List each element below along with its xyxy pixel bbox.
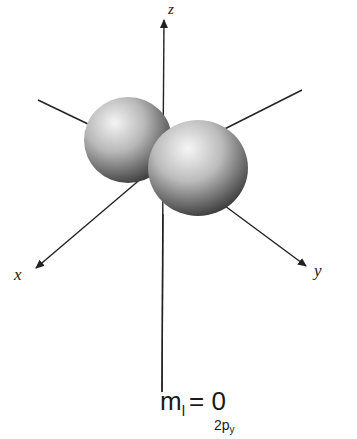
axis-label: x	[14, 266, 22, 283]
axis-label: z	[168, 2, 174, 17]
orbital-lobe	[148, 120, 248, 216]
orbital-symbol: 2p	[214, 417, 230, 433]
subscript: y	[230, 424, 235, 435]
quantum-symbol: m	[160, 386, 182, 416]
z-axis-front	[162, 214, 163, 392]
quantum-number-label: ml= 0	[160, 388, 226, 414]
subscript: l	[182, 402, 185, 419]
axis-label: y	[314, 262, 322, 279]
quantum-value: = 0	[189, 386, 226, 416]
orbital-name: 2py	[214, 418, 235, 432]
axes	[36, 20, 306, 392]
